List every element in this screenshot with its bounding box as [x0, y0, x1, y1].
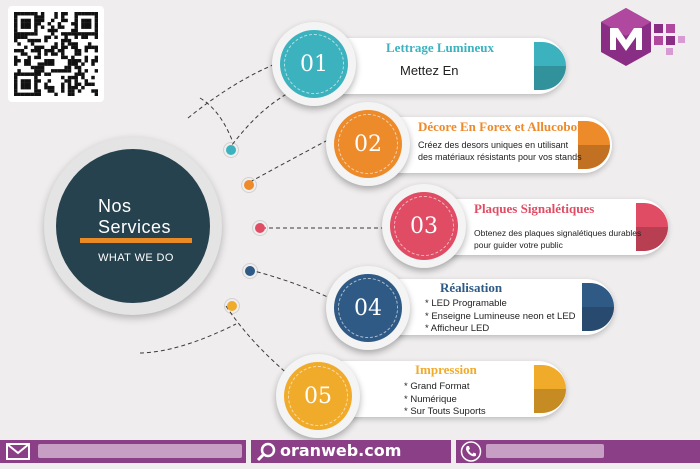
service-title-05: Impression	[415, 362, 477, 377]
service-title-03: Plaques Signalétiques	[474, 201, 595, 216]
service-title-04: Réalisation	[440, 280, 503, 295]
service-number-03: 03	[390, 192, 458, 260]
list-item: * Grand Format	[404, 381, 470, 392]
services-hub-center	[56, 149, 210, 303]
connector-dot	[252, 220, 268, 236]
service-card-03-accent	[636, 203, 668, 251]
list-item: * LED Programable	[425, 298, 507, 309]
service-title-01: Lettrage Lumineux	[386, 40, 494, 55]
hub-subtitle: WHAT WE DO	[98, 252, 174, 264]
service-number-02: 02	[334, 110, 402, 178]
service-title-02: Décore En Forex et Allucobond	[418, 119, 592, 134]
hub-title-line1: Nos	[98, 196, 132, 216]
service-text-02: Créez des desors uniques en utilisant de…	[418, 140, 582, 162]
service-text-03: Obtenez des plaques signalétiques durabl…	[474, 228, 642, 250]
hub-title-line2: Services	[98, 217, 172, 237]
service-list-05: * Grand Format * Numérique * Sur Touts S…	[404, 381, 486, 419]
list-item: * Numérique	[404, 393, 457, 405]
hub-title: Nos Services	[98, 196, 218, 238]
connector-dot	[241, 177, 257, 193]
connector-dot	[223, 142, 239, 158]
phone-redacted	[486, 444, 604, 458]
hub-divider	[80, 238, 192, 243]
connector-dot	[224, 298, 240, 314]
connector-dot	[242, 263, 258, 279]
service-number-04: 04	[334, 274, 402, 342]
service-card-04-accent	[582, 283, 614, 331]
envelope-icon	[6, 443, 30, 465]
list-item: * Sur Touts Suports	[404, 406, 486, 417]
phone-icon	[460, 441, 482, 467]
service-card-01-accent	[534, 42, 566, 90]
search-icon	[256, 442, 278, 467]
service-list-04: * LED Programable * Enseigne Lumineuse n…	[425, 298, 576, 336]
service-number-05: 05	[284, 362, 352, 430]
email-redacted	[38, 444, 242, 458]
list-item: * Enseigne Lumineuse neon et LED	[425, 310, 576, 322]
brand-logo	[596, 6, 694, 72]
service-card-05-accent	[534, 365, 566, 413]
list-item: * Afficheur LED	[425, 323, 490, 334]
website-link[interactable]: oranweb.com	[280, 441, 402, 460]
service-card-02-accent	[578, 121, 610, 169]
footer-web-bar	[251, 440, 451, 463]
service-text-01: Mettez En	[400, 63, 459, 78]
service-number-01: 01	[280, 30, 348, 98]
qr-code-icon	[8, 6, 104, 102]
